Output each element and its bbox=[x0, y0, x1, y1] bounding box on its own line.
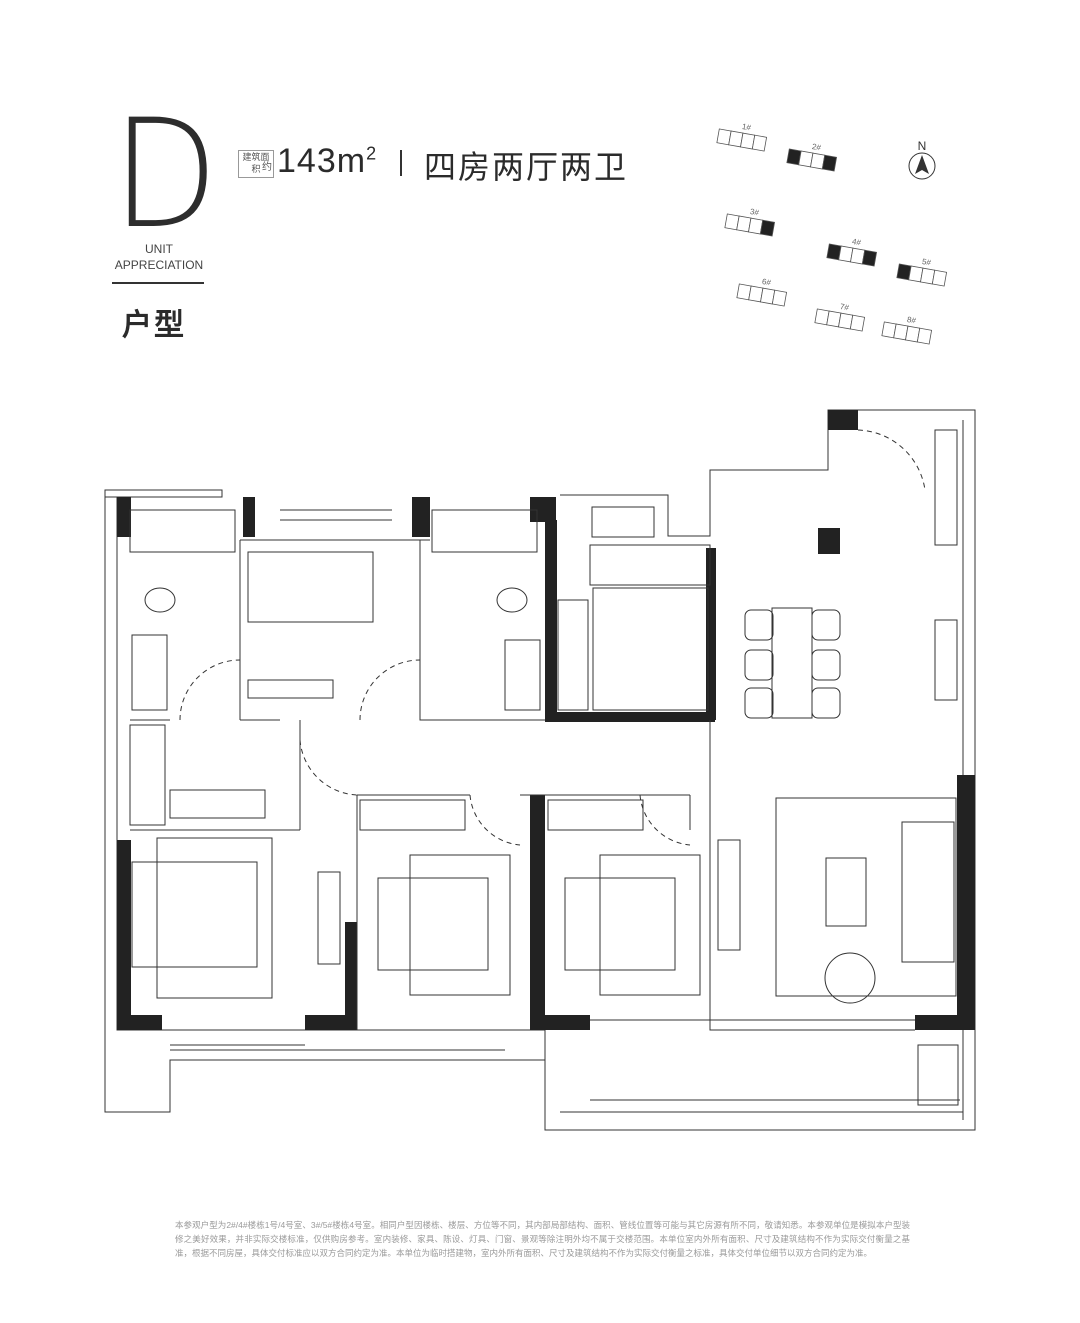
site-building-label: 1# bbox=[741, 122, 752, 133]
bathroom-fixtures bbox=[129, 509, 959, 1106]
structural-columns bbox=[117, 410, 975, 1030]
windows bbox=[170, 509, 960, 1101]
wardrobes bbox=[129, 679, 644, 831]
disclaimer-text: 本参观户型为2#/4#楼栋1号/4号室、3#/5#楼栋4号室。相同户型因楼栋、楼… bbox=[175, 1220, 910, 1258]
site-building: 3# bbox=[724, 207, 776, 237]
site-building: 7# bbox=[814, 302, 866, 332]
site-building-label: 4# bbox=[851, 237, 862, 248]
area-unit-sup: 2 bbox=[366, 143, 378, 164]
dining-table bbox=[744, 607, 841, 719]
site-building-label: 3# bbox=[749, 207, 760, 218]
site-building-unit bbox=[771, 289, 788, 307]
door-swings bbox=[179, 429, 926, 846]
site-building-unit bbox=[751, 134, 768, 152]
site-building-unit bbox=[759, 219, 776, 237]
unit-cn-label: 户型 bbox=[122, 309, 186, 342]
site-building-unit bbox=[916, 327, 933, 345]
unit-appreciation-label: UNIT APPRECIATION bbox=[105, 241, 213, 273]
area-number: 143m bbox=[277, 142, 367, 180]
unit-en-line1: UNIT bbox=[145, 242, 173, 256]
site-building-label: 6# bbox=[761, 277, 772, 288]
unit-en-line2: APPRECIATION bbox=[114, 258, 204, 272]
site-plan: N 1# 2# 3# 4# 5# 6# 7# 8# bbox=[716, 122, 948, 345]
unit-letter: D bbox=[112, 88, 219, 262]
title-divider bbox=[400, 150, 402, 176]
area-value: 143m2 bbox=[277, 142, 377, 181]
site-building-unit bbox=[861, 249, 878, 267]
kitchen bbox=[557, 429, 958, 711]
area-suffix: 约 bbox=[262, 162, 272, 173]
heading-rule bbox=[112, 282, 204, 284]
site-building-unit bbox=[821, 154, 838, 172]
layout-type: 四房两厅两卫 bbox=[424, 149, 629, 185]
site-building-unit bbox=[931, 269, 948, 287]
site-building-unit bbox=[849, 314, 866, 332]
beds bbox=[131, 551, 701, 999]
north-arrow-icon: N bbox=[908, 139, 936, 180]
north-label: N bbox=[918, 139, 927, 153]
site-building-label: 7# bbox=[839, 302, 850, 313]
site-building: 8# bbox=[881, 315, 933, 345]
site-building-label: 8# bbox=[906, 315, 917, 326]
site-building: 6# bbox=[736, 277, 788, 307]
site-building: 5# bbox=[896, 257, 948, 287]
site-building: 1# bbox=[716, 122, 768, 152]
site-building: 4# bbox=[826, 237, 878, 267]
site-building-label: 2# bbox=[811, 142, 822, 153]
living-room-furniture bbox=[317, 619, 958, 1004]
area-label: 建筑面积 bbox=[238, 150, 274, 178]
interior-walls bbox=[130, 539, 915, 1130]
site-building: 2# bbox=[786, 142, 838, 172]
site-building-label: 5# bbox=[921, 257, 932, 268]
